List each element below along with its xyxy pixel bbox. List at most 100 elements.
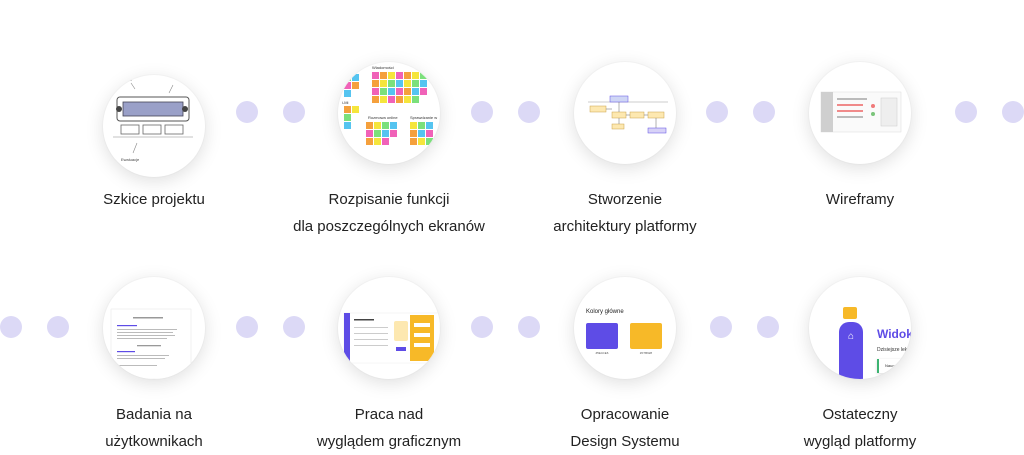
secondary-swatch [630, 323, 662, 349]
step-5-thumbnail [103, 277, 205, 379]
sticky-note [374, 122, 381, 129]
sticky-note [396, 96, 403, 103]
sticky-note [352, 106, 359, 113]
sticky-note [412, 88, 419, 95]
sticky-note [366, 138, 373, 145]
sticky-note [382, 138, 389, 145]
primary-swatch [586, 323, 618, 349]
sticky-note [372, 80, 379, 87]
connector-dot [47, 316, 69, 338]
final-tag-text: Nauczyc [885, 363, 901, 368]
step-2-thumbnail: Wiadomości Rozmowa online Sprawdzanie w … [338, 62, 440, 164]
step-1-thumbnail: Lista Ewaluacje [103, 75, 205, 177]
step-4-thumbnail [809, 62, 911, 164]
connector-dot [753, 101, 775, 123]
board-label-2: Rozmowa online [368, 115, 398, 120]
sticky-note [412, 72, 419, 79]
connector-dot [518, 316, 540, 338]
connector-dot [0, 316, 22, 338]
step-7-thumbnail: Kolory główne #5E4CE6 #F7B928 [574, 277, 676, 379]
sketch-label-1: Lista [121, 77, 132, 83]
connector-dot [283, 316, 305, 338]
connector-dot [710, 316, 732, 338]
board-label-3: Sprawdzanie w [410, 115, 437, 120]
sticky-note [372, 96, 379, 103]
sticky-note [380, 80, 387, 87]
sticky-note [352, 74, 359, 81]
connector-dot [518, 101, 540, 123]
board-label-1: Wiadomości [372, 65, 394, 70]
sticky-note [344, 114, 351, 121]
sketch-label-2: Ewaluacje [121, 157, 140, 162]
graphic-design-mockup [343, 312, 440, 364]
connector-dot [955, 101, 977, 123]
sticky-note [410, 138, 417, 145]
sticky-note [404, 96, 411, 103]
sticky-note [388, 88, 395, 95]
sticky-note [366, 130, 373, 137]
sticky-note [372, 72, 379, 79]
sticky-note [420, 80, 427, 87]
sticky-note [404, 72, 411, 79]
sticky-note [344, 122, 351, 129]
sticky-note [404, 88, 411, 95]
sticky-note [382, 122, 389, 129]
architecture-flowchart [588, 95, 668, 134]
sticky-note [352, 82, 359, 89]
sticky-note [426, 130, 433, 137]
sticky-note [388, 72, 395, 79]
sticky-note [396, 72, 403, 79]
sticky-note [344, 106, 351, 113]
sticky-note [344, 90, 351, 97]
connector-dot [471, 316, 493, 338]
sticky-note [404, 80, 411, 87]
sticky-note [412, 80, 419, 87]
sticky-note [366, 122, 373, 129]
connector-dot [706, 101, 728, 123]
step-4-label: Wireframy [825, 191, 895, 208]
final-heading: Widok [877, 327, 911, 341]
design-system-title: Kolory główne [586, 309, 624, 315]
connector-dot [236, 101, 258, 123]
sketch-illustration: Lista Ewaluacje [113, 77, 193, 162]
sticky-note [396, 88, 403, 95]
step-1-label: Szkice projektu [103, 191, 205, 208]
sticky-note [374, 138, 381, 145]
sticky-note [380, 72, 387, 79]
sticky-note [372, 88, 379, 95]
connector-dot [471, 101, 493, 123]
sticky-notes-board: Wiadomości Rozmowa online Sprawdzanie w … [342, 65, 437, 145]
sticky-note [410, 122, 417, 129]
final-sidebar [839, 322, 863, 379]
sticky-note [388, 96, 395, 103]
sticky-note [418, 130, 425, 137]
sticky-note [418, 138, 425, 145]
sticky-note [390, 122, 397, 129]
sticky-note [412, 96, 419, 103]
sticky-note [388, 80, 395, 87]
sticky-note [420, 88, 427, 95]
sticky-note [382, 130, 389, 137]
sticky-note [426, 138, 433, 145]
sticky-note [380, 96, 387, 103]
step-6-thumbnail [338, 277, 440, 379]
research-document [110, 308, 192, 379]
home-icon: ⌂ [847, 331, 855, 342]
board-label-4: i-Mi [342, 100, 349, 105]
connector-dot [283, 101, 305, 123]
primary-swatch-label: #5E4CE6 [595, 351, 609, 355]
connector-dot [236, 316, 258, 338]
sticky-note [374, 130, 381, 137]
step-8-thumbnail: ⌂ Widok Dzisiejsze lek Nauczyc [809, 277, 911, 379]
wireframe-illustration [820, 91, 902, 133]
sticky-note [420, 72, 427, 79]
sticky-note [426, 122, 433, 129]
sticky-note [410, 130, 417, 137]
step-3-thumbnail [574, 62, 676, 164]
